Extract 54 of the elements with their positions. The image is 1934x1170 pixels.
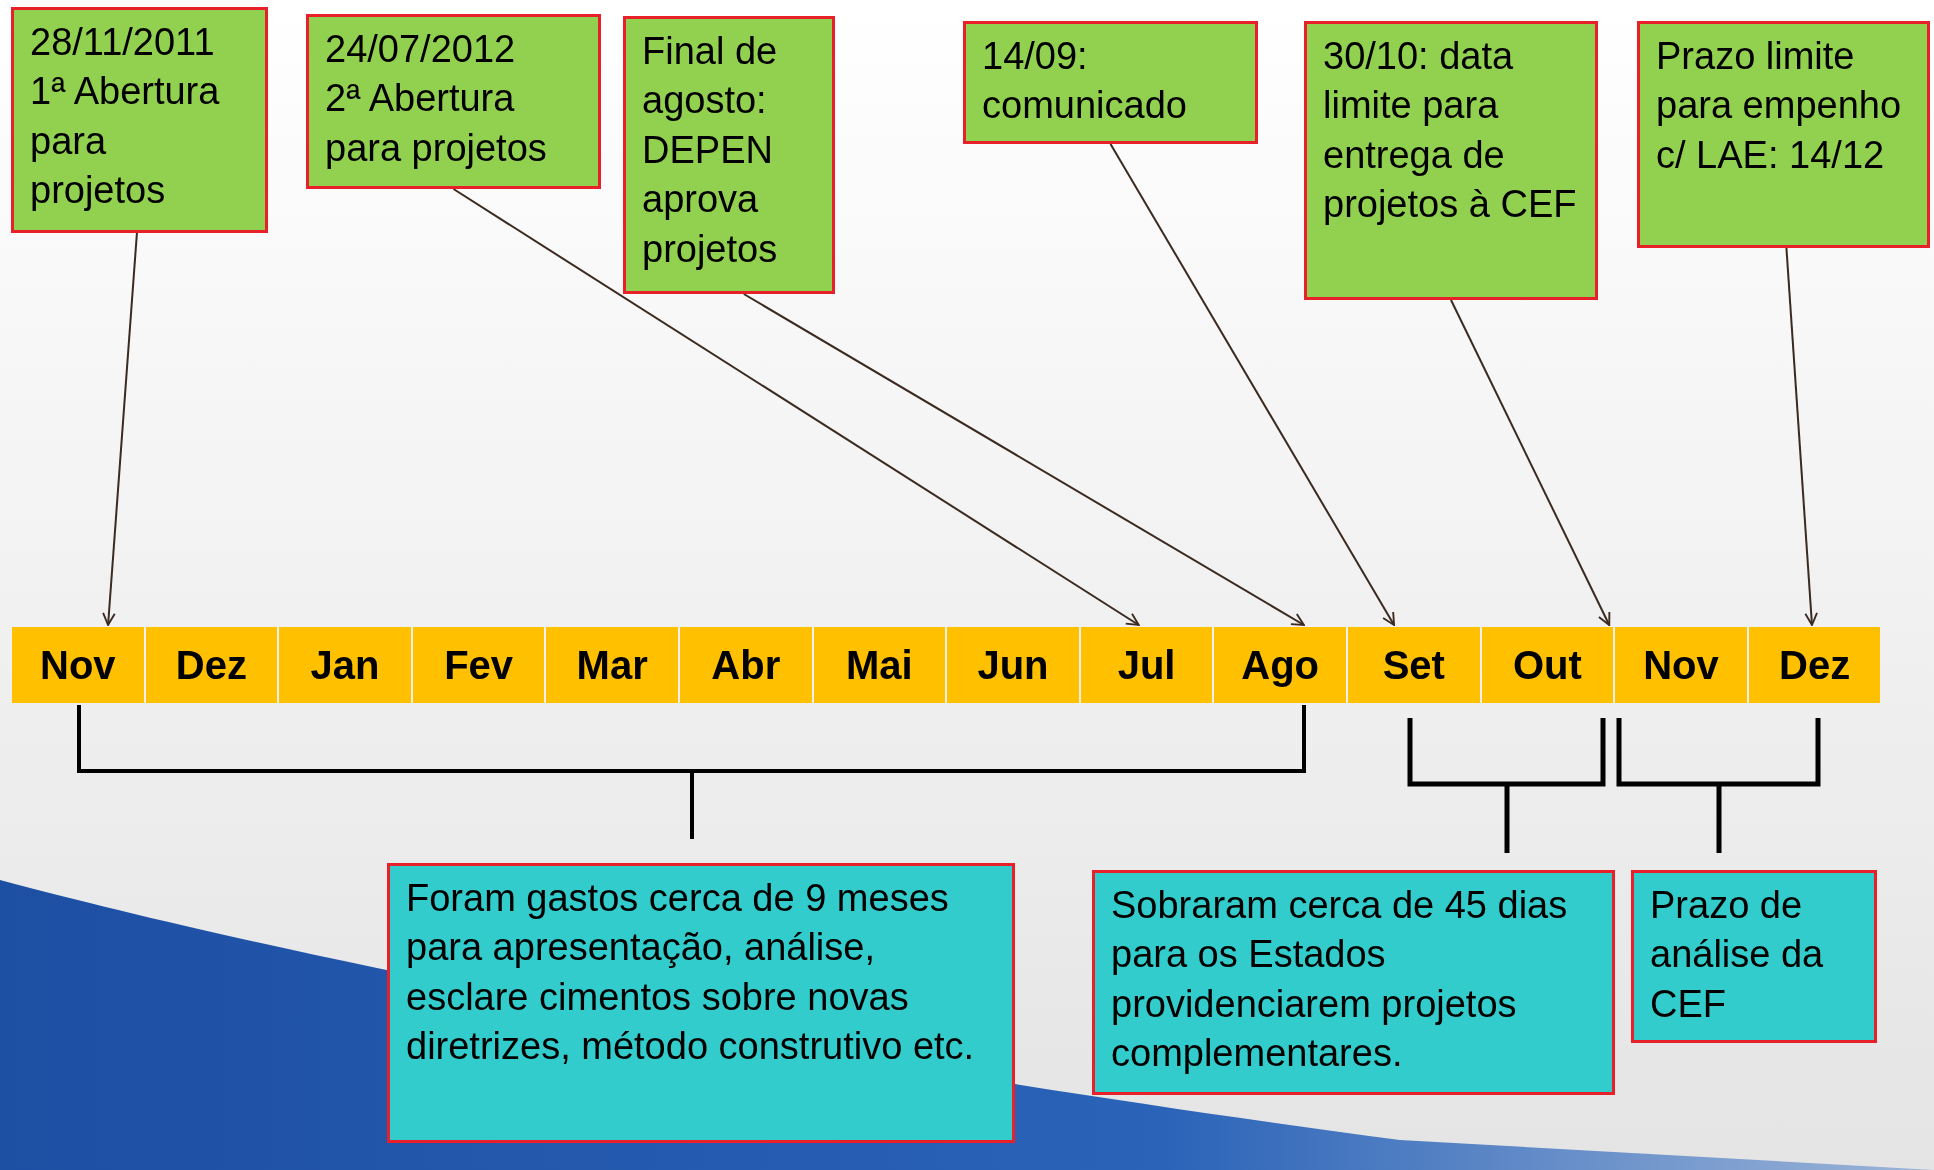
summary-note [387,863,1015,1143]
milestone-note [306,14,601,189]
month-cell [1214,627,1346,703]
note-text: Fev [444,642,514,689]
milestone-note [1637,21,1930,248]
milestone-note [1304,21,1598,300]
note-text: Jun [977,642,1049,689]
note-text: Prazo de análise da CEF [1650,883,1825,1027]
arrow [1450,299,1611,626]
arrow [102,232,138,626]
note-text: Foram gastos cerca de 9 meses para apresentação, análise, esclare cimentos sobre novas diretrizes, método construtivo etc. [406,876,976,1070]
milestone-note [963,21,1258,144]
note-text: Dez [175,642,247,689]
note-text: Jan [310,642,380,689]
month-cell [813,627,946,703]
note-text: 30/10: data limite para entrega de projetos à CEF [1323,34,1578,228]
note-text: Mar [576,642,648,689]
milestone-note [11,7,268,233]
month-cell [279,627,411,703]
note-text: Nov [40,642,116,689]
arrow [452,188,1140,626]
note-text: 14/09: comunicado [982,34,1188,129]
note-text: Abr [711,642,781,689]
note-text: Mai [846,642,913,689]
note-text: Out [1512,642,1582,689]
summary-note [1631,870,1877,1043]
note-text: 1ª Abertura para projetos [30,69,221,214]
month-cell [546,627,678,703]
milestone-note [623,16,835,294]
month-cell [1481,627,1614,703]
arrow [1109,143,1396,626]
summary-note [1092,870,1615,1095]
note-text: 28/11/2011 [30,20,216,65]
note-text: Sobraram cerca de 45 dias para os Estados providenciarem projetos complementares. [1111,883,1569,1077]
note-text: Set [1382,642,1445,689]
month-cell [145,627,278,703]
month-cell [12,627,144,703]
note-text: 24/07/2012 [325,27,517,72]
note-text: Prazo limite para empenho c/ LAE: 14/12 [1656,34,1903,178]
note-text: Ago [1241,642,1320,689]
note-text: Final de agosto: DEPEN aprova projetos [642,29,779,272]
arrow [742,293,1305,626]
month-cell [680,627,812,703]
arrow [1785,247,1818,626]
note-text: Dez [1779,642,1851,689]
month-cell [412,627,545,703]
note-text: Nov [1643,642,1719,689]
note-text: Jul [1117,642,1176,689]
month-cell [1615,627,1747,703]
month-cell [1748,627,1881,703]
note-text: 2ª Abertura para projetos [325,76,548,171]
month-cell [947,627,1079,703]
month-cell [1348,627,1480,703]
month-cell [1080,627,1213,703]
